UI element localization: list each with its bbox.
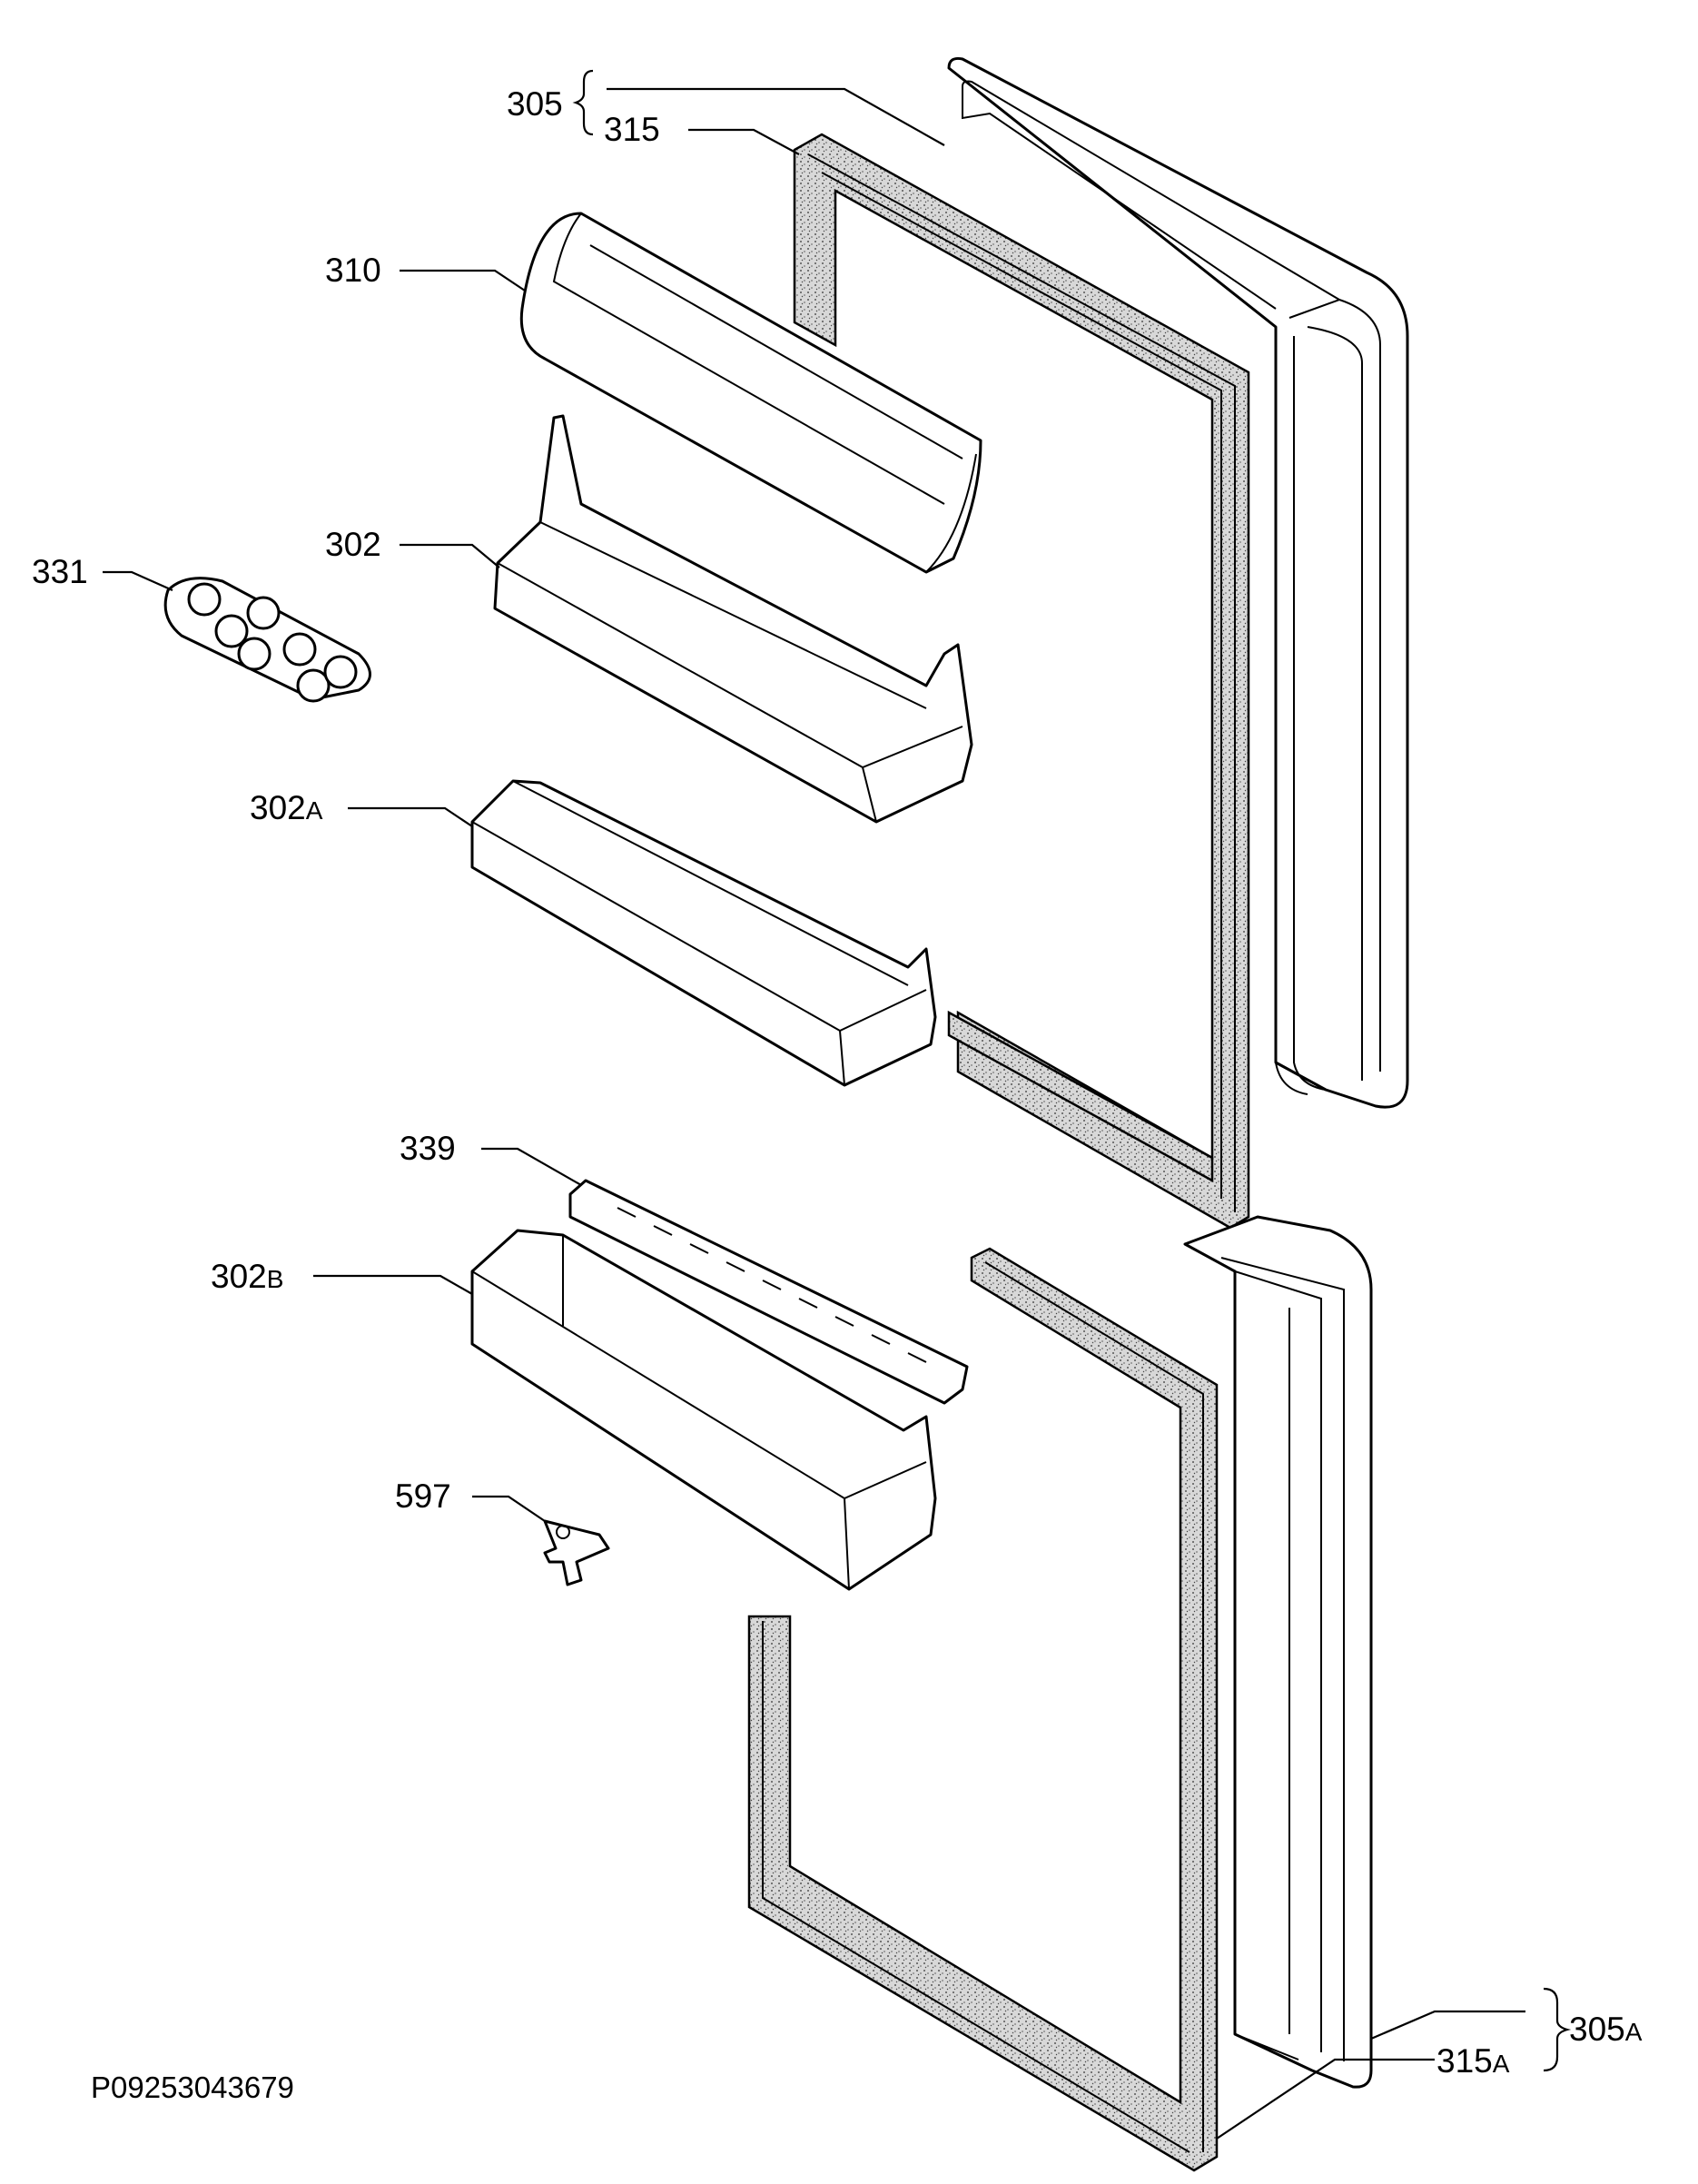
label-339: 339 bbox=[400, 1130, 456, 1167]
label-315: 315 bbox=[604, 111, 660, 148]
part-339-rack bbox=[568, 1179, 969, 1405]
label-305a-number: 305 bbox=[1569, 2011, 1625, 2048]
label-302b-number: 302 bbox=[211, 1258, 267, 1295]
label-310: 310 bbox=[325, 252, 381, 289]
upper-gasket-315 bbox=[793, 133, 1250, 1230]
label-331: 331 bbox=[32, 553, 88, 590]
label-302a-number: 302 bbox=[250, 789, 306, 826]
label-315a: 315A bbox=[1436, 2042, 1510, 2080]
part-310-cover bbox=[519, 212, 982, 574]
label-315a-number: 315 bbox=[1436, 2042, 1493, 2080]
label-315a-suffix: A bbox=[1493, 2050, 1510, 2078]
label-302a: 302A bbox=[250, 789, 323, 826]
label-302b: 302B bbox=[211, 1258, 283, 1295]
part-302b-balcony bbox=[470, 1229, 937, 1591]
lower-door-305a bbox=[1183, 1215, 1373, 2089]
part-labels: 305 315 310 302 331 302A 339 302B 597 30… bbox=[32, 85, 1643, 2104]
label-305a: 305A bbox=[1569, 2011, 1643, 2048]
part-597-bracket bbox=[543, 1519, 610, 1586]
label-305: 305 bbox=[507, 85, 563, 123]
leader-lines bbox=[103, 69, 1572, 2140]
label-305a-suffix: A bbox=[1625, 2018, 1643, 2046]
diagram-code: P09253043679 bbox=[91, 2070, 294, 2104]
part-302a-balcony bbox=[470, 779, 937, 1087]
label-302b-suffix: B bbox=[267, 1265, 284, 1293]
label-597: 597 bbox=[395, 1477, 451, 1515]
lower-gasket-315a bbox=[747, 1247, 1219, 2172]
label-302: 302 bbox=[325, 526, 381, 563]
part-302-balcony bbox=[493, 414, 973, 824]
upper-door-305 bbox=[947, 57, 1409, 1109]
label-302a-suffix: A bbox=[306, 796, 323, 825]
part-331-egg-tray bbox=[163, 577, 371, 703]
